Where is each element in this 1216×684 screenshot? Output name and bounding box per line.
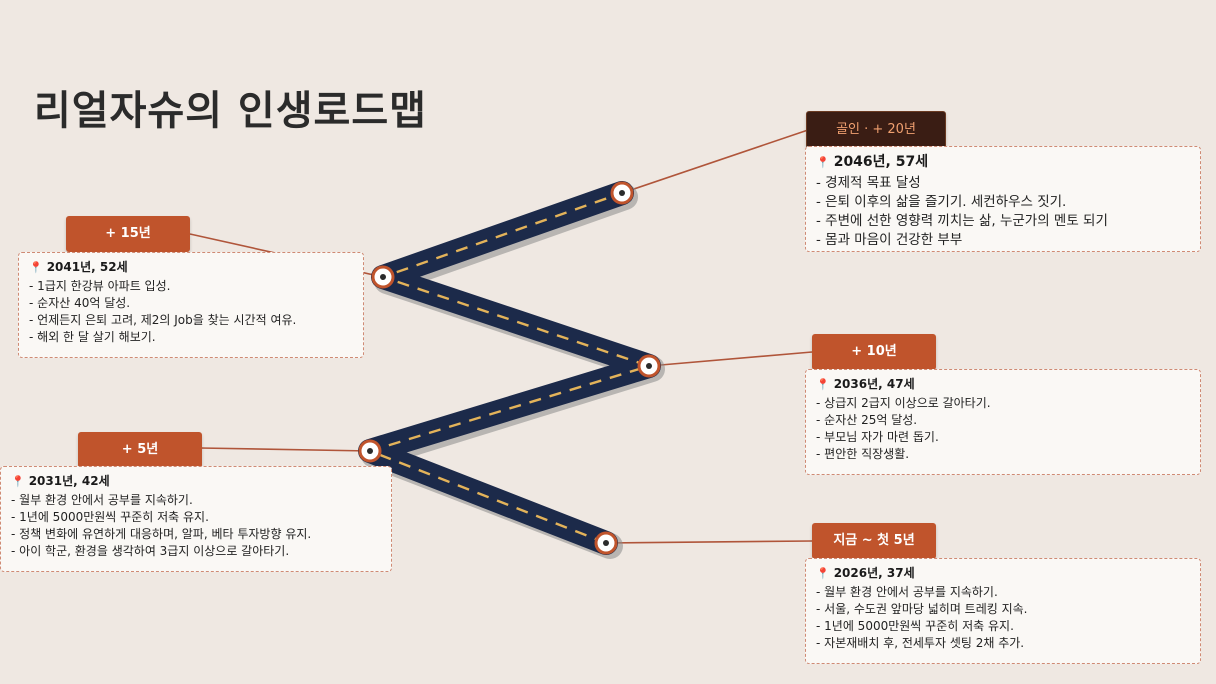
- list-item: 상급지 2급지 이상으로 갈아타기.: [816, 395, 1190, 412]
- connector-line-10y: [648, 351, 813, 367]
- list-item: 1급지 한강뷰 아파트 입성.: [29, 278, 353, 295]
- list-item: 순자산 25억 달성.: [816, 412, 1190, 429]
- milestone-list: 월부 환경 안에서 공부를 지속하기. 서울, 수도권 앞마당 넓히며 트레킹 …: [816, 584, 1190, 652]
- list-item: 순자산 40억 달성.: [29, 295, 353, 312]
- list-item: 아이 학군, 환경을 생각하여 3급지 이상으로 갈아타기.: [11, 543, 381, 560]
- milestone-tag-goal: 골인 · + 20년: [806, 111, 946, 149]
- list-item: 언제든지 은퇴 고려, 제2의 Job을 찾는 시간적 여유.: [29, 312, 353, 329]
- list-item: 월부 환경 안에서 공부를 지속하기.: [11, 492, 381, 509]
- road-center-dashes: [368, 191, 651, 545]
- milestone-node-goal: [610, 181, 634, 205]
- milestone-heading: 2046년, 57세: [833, 154, 929, 170]
- milestone-list: 월부 환경 안에서 공부를 지속하기. 1년에 5000만원씩 꾸준히 저축 유…: [11, 492, 381, 560]
- list-item: 몸과 마음이 건강한 부부: [816, 231, 1190, 250]
- milestone-card-now: 📍2026년, 37세 월부 환경 안에서 공부를 지속하기. 서울, 수도권 …: [805, 558, 1201, 664]
- page-title: 리얼자슈의 인생로드맵: [34, 88, 427, 134]
- milestone-tag-10y: + 10년: [812, 334, 936, 370]
- list-item: 주변에 선한 영향력 끼치는 삶, 누군가의 멘토 되기: [816, 212, 1190, 231]
- list-item: 편안한 직장생활.: [816, 446, 1190, 463]
- pin-icon: 📍: [816, 378, 830, 391]
- milestone-node-5y: [358, 439, 382, 463]
- milestone-list: 1급지 한강뷰 아파트 입성. 순자산 40억 달성. 언제든지 은퇴 고려, …: [29, 278, 353, 346]
- milestone-tag-5y: + 5년: [78, 432, 202, 468]
- pin-icon: 📍: [816, 567, 830, 580]
- pin-icon: 📍: [11, 475, 25, 488]
- connector-line-5y: [199, 447, 371, 452]
- pin-icon: 📍: [816, 156, 830, 169]
- milestone-card-10y: 📍2036년, 47세 상급지 2급지 이상으로 갈아타기. 순자산 25억 달…: [805, 369, 1201, 475]
- milestone-node-10y: [637, 354, 661, 378]
- list-item: 월부 환경 안에서 공부를 지속하기.: [816, 584, 1190, 601]
- list-item: 1년에 5000만원씩 꾸준히 저축 유지.: [816, 618, 1190, 635]
- list-item: 은퇴 이후의 삶을 즐기기. 세컨하우스 짓기.: [816, 193, 1190, 212]
- connector-line-goal: [621, 129, 809, 194]
- pin-icon: 📍: [29, 261, 43, 274]
- milestone-list: 경제적 목표 달성 은퇴 이후의 삶을 즐기기. 세컨하우스 짓기. 주변에 선…: [816, 174, 1190, 250]
- milestone-list: 상급지 2급지 이상으로 갈아타기. 순자산 25억 달성. 부모님 자가 마련…: [816, 395, 1190, 463]
- milestone-node-15y: [371, 265, 395, 289]
- list-item: 1년에 5000만원씩 꾸준히 저축 유지.: [11, 509, 381, 526]
- list-item: 경제적 목표 달성: [816, 174, 1190, 193]
- milestone-card-15y: 📍2041년, 52세 1급지 한강뷰 아파트 입성. 순자산 40억 달성. …: [18, 252, 364, 358]
- milestone-heading: 2031년, 42세: [28, 474, 110, 488]
- connector-line-now: [605, 540, 813, 544]
- milestone-heading: 2041년, 52세: [46, 260, 128, 274]
- milestone-tag-now: 지금 ~ 첫 5년: [812, 523, 936, 559]
- milestone-heading: 2036년, 47세: [833, 377, 915, 391]
- milestone-heading: 2026년, 37세: [833, 566, 915, 580]
- milestone-card-goal: 📍2046년, 57세 경제적 목표 달성 은퇴 이후의 삶을 즐기기. 세컨하…: [805, 146, 1201, 252]
- milestone-card-5y: 📍2031년, 42세 월부 환경 안에서 공부를 지속하기. 1년에 5000…: [0, 466, 392, 572]
- milestone-tag-15y: + 15년: [66, 216, 190, 252]
- list-item: 해외 한 달 살기 해보기.: [29, 329, 353, 346]
- list-item: 부모님 자가 마련 돕기.: [816, 429, 1190, 446]
- milestone-node-now: [594, 531, 618, 555]
- list-item: 정책 변화에 유연하게 대응하며, 알파, 베타 투자방향 유지.: [11, 526, 381, 543]
- list-item: 서울, 수도권 앞마당 넓히며 트레킹 지속.: [816, 601, 1190, 618]
- list-item: 자본재배치 후, 전세투자 셋팅 2채 추가.: [816, 635, 1190, 652]
